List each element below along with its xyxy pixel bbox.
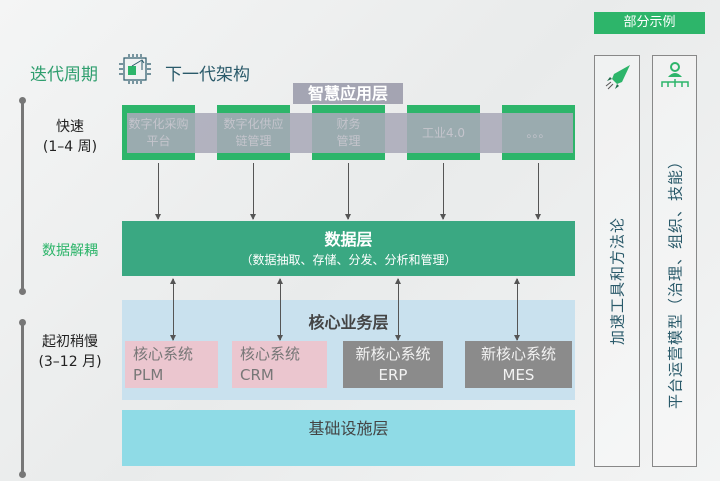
arrow-bidirectional <box>395 278 401 341</box>
core-system-mes: 新核心系统 MES <box>465 341 572 388</box>
arrow-down <box>440 163 446 220</box>
timeline-fast-line <box>21 100 24 292</box>
timeline-dot <box>19 97 26 104</box>
timeline-dot <box>19 319 26 326</box>
fast-label: 快速 <box>56 119 84 135</box>
operating-model-text: 平台运营模型（治理、组织、技能） <box>666 152 684 410</box>
data-layer: 数据层 （数据抽取、存储、分发、分析和管理） <box>122 221 575 276</box>
app-item: 数字化采购平台 <box>128 117 189 148</box>
app-item: 工业4.0 <box>421 126 466 140</box>
system-name: 核心系统 <box>133 345 194 363</box>
app-layer-band <box>127 113 573 153</box>
arrow-down <box>155 163 161 220</box>
slow-label: 起初稍慢 <box>42 334 98 350</box>
system-code: PLM <box>133 366 164 384</box>
next-gen-architecture-label: 下一代架构 <box>165 65 250 85</box>
fast-range: (1–4 周) <box>42 139 98 155</box>
app-item: 数字化供应链管理 <box>223 117 284 148</box>
core-system-erp: 新核心系统 ERP <box>343 341 443 388</box>
core-layer-title: 核心业务层 <box>308 313 389 332</box>
system-code: CRM <box>240 366 274 384</box>
system-name: 新核心系统 <box>355 345 431 363</box>
timeline-slow-line <box>21 322 24 475</box>
system-code: ERP <box>378 366 408 384</box>
system-name: 核心系统 <box>240 345 301 363</box>
core-system-plm: 核心系统 PLM <box>125 341 218 388</box>
data-layer-title: 数据层 <box>324 230 373 249</box>
timeline-dot <box>19 471 26 478</box>
arrow-bidirectional <box>277 278 283 341</box>
arrow-down <box>345 163 351 220</box>
app-item: 。。。 <box>526 126 551 140</box>
iteration-cycle-label: 迭代周期 <box>30 65 98 85</box>
tools-methodology-text: 加速工具和方法论 <box>608 216 627 346</box>
timeline-dot <box>19 288 26 295</box>
data-decouple-label: 数据解耦 <box>42 243 98 259</box>
app-item: 财务管理 <box>336 117 361 148</box>
arrow-down <box>535 163 541 220</box>
infrastructure-layer <box>122 410 575 466</box>
data-layer-subtitle: （数据抽取、存储、分发、分析和管理） <box>240 253 457 267</box>
example-panel-tools: 加速工具和方法论 <box>594 55 640 467</box>
example-panel-operating-model: 平台运营模型（治理、组织、技能） <box>652 55 697 467</box>
system-name: 新核心系统 <box>480 345 556 363</box>
slow-range: (3–12 月) <box>38 354 102 370</box>
examples-header: 部分示例 <box>594 12 705 34</box>
arrow-bidirectional <box>514 278 520 341</box>
app-layer-title: 智慧应用层 <box>293 83 403 104</box>
system-code: MES <box>502 366 535 384</box>
chip-crane-icon <box>118 53 152 85</box>
rocket-icon <box>603 62 633 96</box>
infrastructure-layer-title: 基础设施层 <box>308 419 389 438</box>
core-system-crm: 核心系统 CRM <box>232 341 327 388</box>
arrow-down <box>250 163 256 220</box>
org-chart-icon <box>659 61 691 95</box>
arrow-bidirectional <box>170 278 176 341</box>
